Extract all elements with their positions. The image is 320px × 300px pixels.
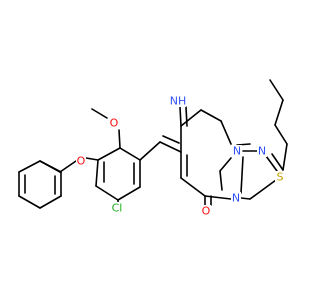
ring-nitrogen-1-label: N <box>232 145 242 158</box>
aryl-o-bond <box>85 157 99 161</box>
butyl-bond-4 <box>269 79 284 101</box>
structure-diagram: O O Cl NH N N <box>18 79 288 218</box>
phenyl-ring-bond <box>18 195 41 209</box>
aryl-ch-bond <box>139 141 161 161</box>
sulfur-label: S <box>275 171 285 184</box>
pyrimidine-bond <box>180 177 206 197</box>
o-ch2-bond <box>59 160 77 173</box>
molecule-canvas: O O Cl NH N N <box>18 79 288 218</box>
bond-layer <box>18 79 288 209</box>
aryl-ring-bond <box>117 186 141 201</box>
imine-nh-text: NH <box>170 95 187 108</box>
methoxy-ch3-bond <box>91 108 108 119</box>
ring-nitrogen-3-label: N <box>231 192 241 205</box>
ring-nitrogen-2-text: N <box>258 145 266 158</box>
ring-nitrogen-1-text: N <box>233 145 241 158</box>
butyl-bond-3 <box>274 99 284 126</box>
imine-bond <box>179 106 182 127</box>
pyrimidine-bond <box>180 109 202 127</box>
imine-double-bond <box>185 106 188 127</box>
benzyloxy-oxygen-label: O <box>76 155 86 168</box>
thiadiazole-double-bond <box>265 155 278 172</box>
chlorine-text: Cl <box>112 202 123 215</box>
aryl-ring-bond <box>119 147 141 161</box>
methylidene-double-bond-2 <box>162 135 180 144</box>
ring-nitrogen-3-text: N <box>232 192 240 205</box>
pyrimidine-bond <box>200 109 222 122</box>
pyrimidine-bond <box>204 195 232 200</box>
phenyl-ring-bond <box>39 160 62 173</box>
pyrimidine-bond <box>219 170 223 191</box>
aryl-ring-bond <box>95 159 99 187</box>
phenyl-ring-bond <box>39 195 62 209</box>
butyl-bond-1 <box>282 143 288 171</box>
aryl-ring-bond <box>95 185 119 201</box>
imine-nh-label: NH <box>170 95 187 108</box>
keto-oxygen-label: O <box>201 205 211 218</box>
thiadiazole-c-s-bond <box>249 179 277 200</box>
aryl-ring-bond <box>97 147 121 161</box>
ring-nitrogen-2-label: N <box>257 145 267 158</box>
methoxy-o-aryl-bond <box>118 129 121 149</box>
phenyl-ring-bond <box>18 160 41 173</box>
sulfur-text: S <box>277 171 284 184</box>
thiadiazole-n-c-bond <box>240 156 244 194</box>
thiadiazole-bond <box>271 153 284 171</box>
benzyloxy-oxygen-text: O <box>77 155 86 168</box>
pyrimidine-bond <box>219 157 232 172</box>
thiadiazole-bond <box>236 143 251 146</box>
keto-oxygen-text: O <box>202 205 211 218</box>
butyl-bond-2 <box>274 124 288 145</box>
methoxy-oxygen-text: O <box>110 117 119 130</box>
methoxy-oxygen-label: O <box>109 117 119 130</box>
atom-label-layer: O O Cl NH N N <box>76 95 285 218</box>
thiadiazole-bond <box>240 197 251 200</box>
chlorine-label: Cl <box>109 202 125 215</box>
methylidene-double-bond <box>159 141 182 153</box>
pyrimidine-bond <box>220 120 232 145</box>
